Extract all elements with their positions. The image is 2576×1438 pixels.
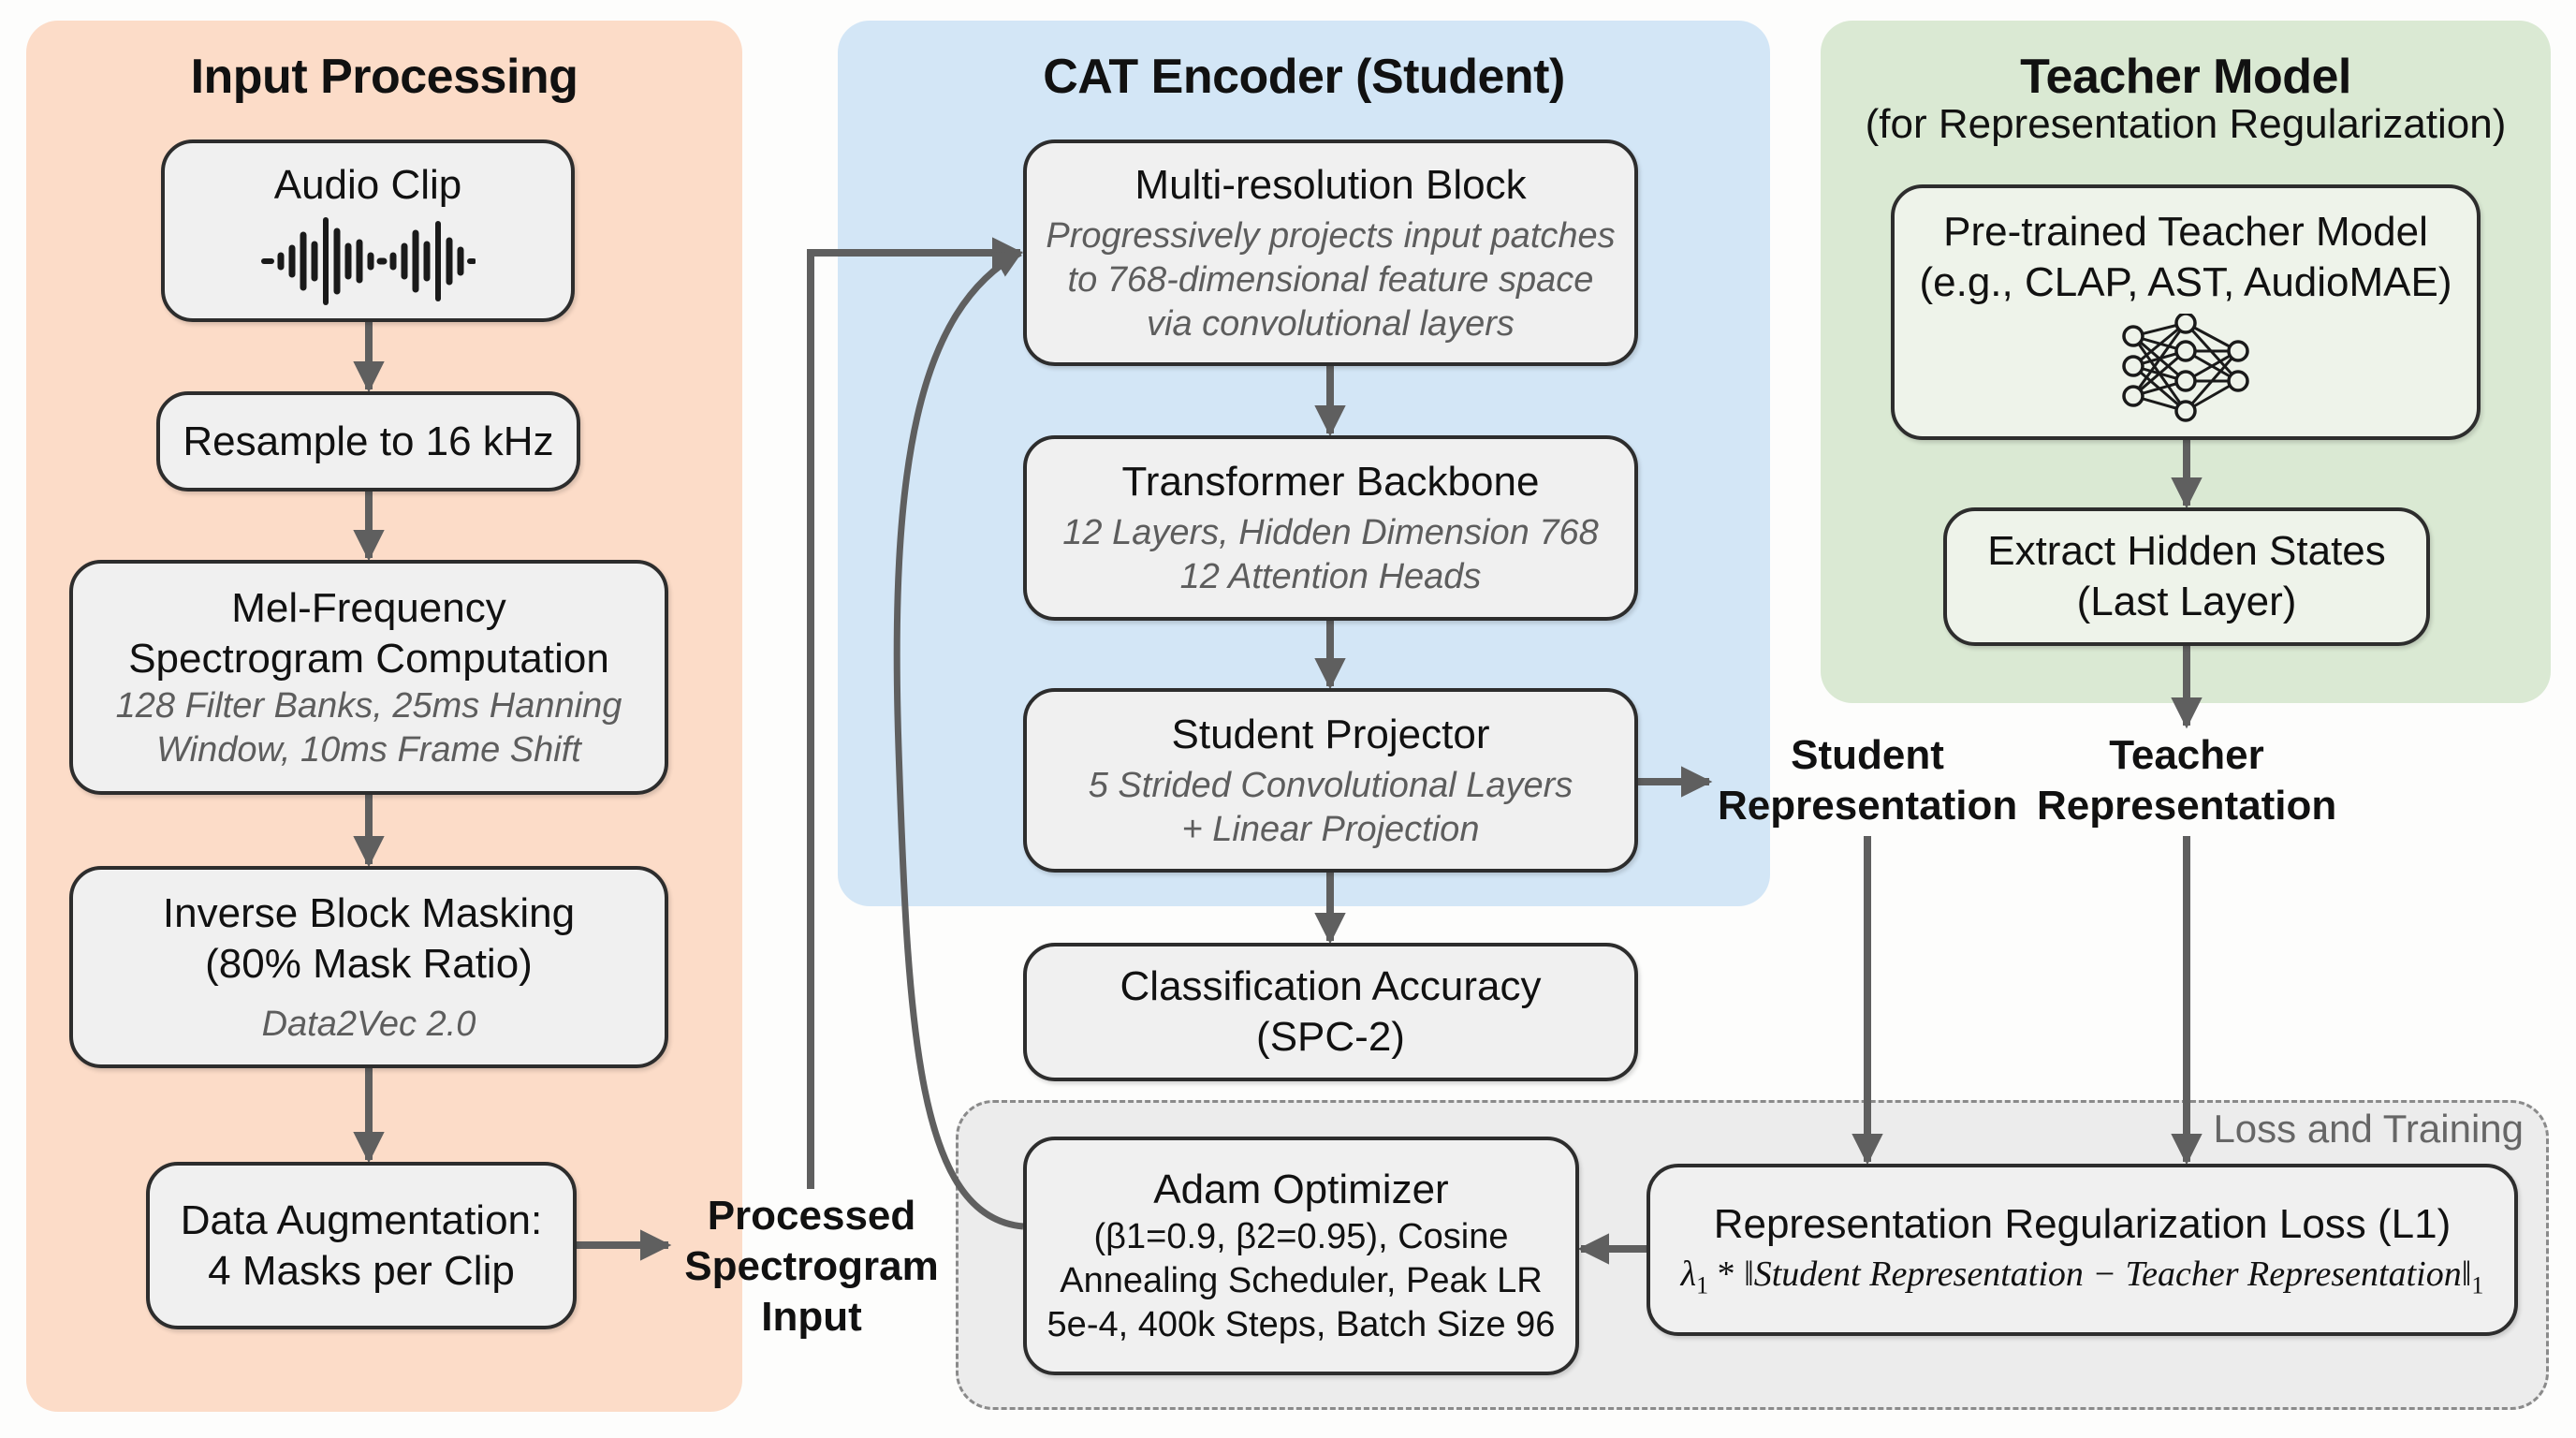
optimizer-detail-2: Annealing Scheduler, Peak LR [1060,1261,1543,1300]
processed-label-line-1: Processed [707,1193,916,1239]
mel-detail-line-1: 128 Filter Banks, 25ms Hanning [115,685,622,726]
student-representation-label: Student Representation [1718,730,2017,831]
multires-detail-2: to 768-dimensional feature space [1067,259,1594,300]
input-processing-title: Input Processing [190,50,578,104]
processed-label-line-3: Input [761,1294,862,1340]
processed-label-line-2: Spectrogram [684,1243,939,1289]
classification-line-1: Classification Accuracy [1120,963,1542,1009]
adam-optimizer-box: Adam Optimizer (β1=0.9, β2=0.95), Cosine… [1023,1137,1579,1375]
multi-resolution-block: Multi-resolution Block Progressively pro… [1023,139,1638,366]
transformer-detail-2: 12 Attention Heads [1179,557,1482,596]
formula-lambda: λ [1680,1255,1697,1295]
teacher-rep-line-1: Teacher [2109,732,2264,778]
teacher-title-line-1: Pre-trained Teacher Model [1943,209,2428,255]
teacher-model-title: Teacher Model [2020,50,2351,104]
waveform-icon [261,217,476,305]
extract-hidden-states-box: Extract Hidden States (Last Layer) [1943,507,2430,646]
transformer-title: Transformer Backbone [1121,459,1540,505]
masking-detail: Data2Vec 2.0 [261,1004,476,1044]
audio-clip-title: Audio Clip [273,162,462,208]
loss-and-training-title: Loss and Training [2213,1107,2524,1151]
optimizer-detail-3: 5e-4, 400k Steps, Batch Size 96 [1046,1305,1556,1344]
arrow-processed-to-multires [807,237,1024,1189]
teacher-model-subtitle: (for Representation Regularization) [1865,101,2507,147]
masking-title-line-2: (80% Mask Ratio) [205,940,533,987]
masking-title-line-1: Inverse Block Masking [162,889,576,936]
projector-title: Student Projector [1171,711,1490,757]
mel-title-line-2: Spectrogram Computation [128,635,609,682]
mel-title-line-1: Mel-Frequency [231,584,506,631]
transformer-detail-1: 12 Layers, Hidden Dimension 768 [1062,513,1599,552]
transformer-backbone-block: Transformer Backbone 12 Layers, Hidden D… [1023,435,1638,621]
multires-detail-1: Progressively projects input patches [1046,215,1616,256]
neural-network-icon [2122,314,2249,422]
teacher-representation-label: Teacher Representation [2037,730,2336,831]
formula-body: Student Representation − Teacher Represe… [1753,1255,2462,1295]
projector-detail-1: 5 Strided Convolutional Layers [1088,765,1573,805]
cat-encoder-title: CAT Encoder (Student) [1043,50,1565,104]
loss-title: Representation Regularization Loss (L1) [1713,1201,2452,1248]
mel-spectrogram-box: Mel-Frequency Spectrogram Computation 12… [69,560,668,795]
classification-accuracy-box: Classification Accuracy (SPC-2) [1023,943,1638,1081]
augmentation-line-2: 4 Masks per Clip [208,1247,515,1294]
multires-title: Multi-resolution Block [1134,161,1527,208]
optimizer-detail-1: (β1=0.9, β2=0.95), Cosine [1093,1217,1509,1256]
arrow-optimizer-feedback [893,249,1024,1230]
inverse-block-masking-box: Inverse Block Masking (80% Mask Ratio) D… [69,866,668,1068]
optimizer-title: Adam Optimizer [1153,1167,1449,1212]
formula-lambda-subscript: 1 [1696,1271,1709,1299]
formula-norm-subscript: 1 [2471,1271,2484,1299]
processed-spectrogram-label: Processed Spectrogram Input [676,1191,947,1343]
formula-norm-close: ‖ [2461,1255,2472,1295]
resample-box: Resample to 16 kHz [156,391,580,492]
formula-operator: * ‖ [1708,1255,1754,1295]
student-projector-block: Student Projector 5 Strided Convolutiona… [1023,688,1638,873]
extract-line-2: (Last Layer) [2076,579,2297,624]
audio-clip-box: Audio Clip [161,139,575,322]
loss-formula: λ1 * ‖Student Representation − Teacher R… [1681,1254,2484,1300]
pretrained-teacher-box: Pre-trained Teacher Model (e.g., CLAP, A… [1891,184,2481,440]
projector-detail-2: + Linear Projection [1181,809,1480,849]
extract-line-1: Extract Hidden States [1987,528,2386,574]
mel-detail-line-2: Window, 10ms Frame Shift [156,729,581,770]
augmentation-line-1: Data Augmentation: [180,1196,543,1243]
resample-title: Resample to 16 kHz [183,418,554,464]
representation-regularization-loss-box: Representation Regularization Loss (L1) … [1647,1164,2518,1336]
data-augmentation-box: Data Augmentation: 4 Masks per Clip [146,1162,577,1329]
teacher-rep-line-2: Representation [2037,783,2337,829]
teacher-title-line-2: (e.g., CLAP, AST, AudioMAE) [1919,259,2452,305]
student-rep-line-2: Representation [1718,783,2018,829]
classification-line-2: (SPC-2) [1256,1014,1405,1060]
multires-detail-3: via convolutional layers [1147,303,1515,344]
student-rep-line-1: Student [1791,732,1944,778]
